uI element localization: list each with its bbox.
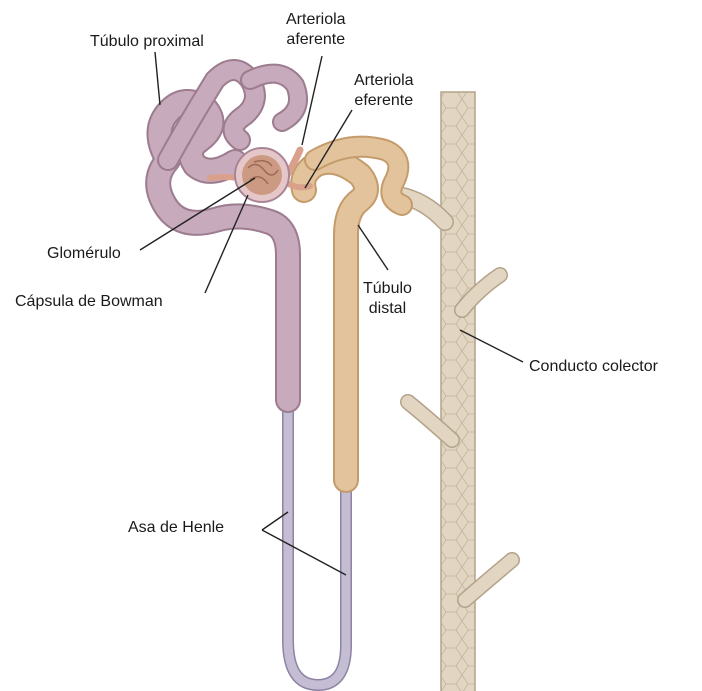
glomerulus [242,155,282,195]
collecting-duct [398,92,512,691]
proximal-tubule [158,70,298,400]
label-tubulo-distal-line1: Túbulo [363,279,412,299]
label-arteriola-aferente-line1: Arteriola [286,10,346,30]
label-tubulo-proximal: Túbulo proximal [90,32,204,52]
label-asa-henle: Asa de Henle [128,518,224,538]
label-arteriola-eferente-line2: eferente [354,91,414,111]
leader-tubulo-distal [358,225,388,270]
label-conducto-colector: Conducto colector [529,357,658,377]
label-arteriola-aferente: Arteriola aferente [286,10,346,50]
label-arteriola-eferente: Arteriola eferente [354,71,414,111]
label-arteriola-eferente-line1: Arteriola [354,71,414,91]
label-tubulo-distal: Túbulo distal [363,279,412,319]
label-arteriola-aferente-line2: aferente [286,30,346,50]
leader-asa-henle-b [262,530,346,575]
label-capsula-bowman: Cápsula de Bowman [15,292,163,312]
label-glomerulo: Glomérulo [47,244,121,264]
label-tubulo-distal-line2: distal [363,299,412,319]
leader-tubulo-proximal [155,52,160,105]
